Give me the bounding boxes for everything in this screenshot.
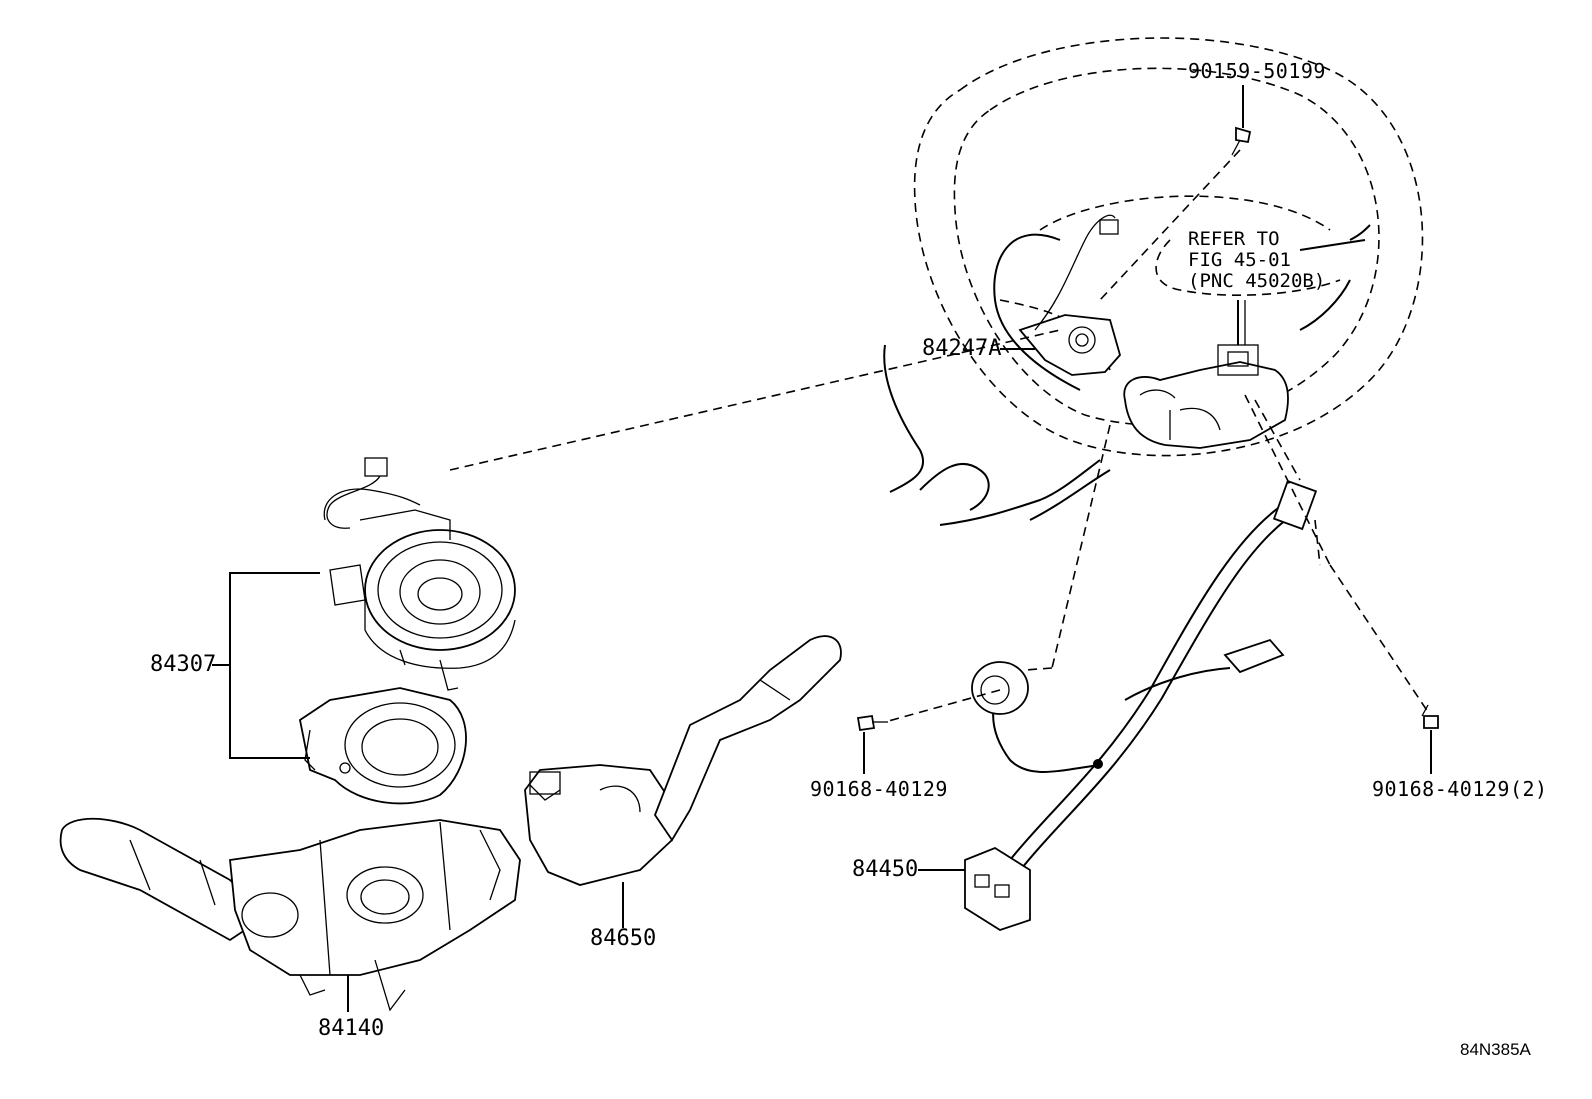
screw-90159-50199 [1231,85,1252,156]
callout-90159-50199[interactable]: 90159-50199 [1188,59,1326,83]
part-84307-lower-drawing [298,687,467,805]
bracket-84307 [212,572,320,759]
part-84650-drawing [524,635,842,928]
reference-note-line3: (PNC 45020B) [1188,270,1326,292]
reference-note-line1: REFER TO [1188,228,1280,250]
part-84307-upper-drawing [323,457,516,691]
reference-note[interactable]: REFER TO FIG 45-01 (PNC 45020B) [1188,229,1325,292]
callout-84450[interactable]: 84450 [852,857,919,882]
reference-note-line2: FIG 45-01 [1188,249,1291,271]
column-cover-silhouette [883,224,1371,526]
part-84247A-drawing [1018,214,1122,376]
clock-spring-assembly-drawing [1123,300,1289,449]
screw-90168-40129-right [1421,704,1439,774]
assembly-dashed-lines [449,149,1429,723]
figure-code: 84N385A [1460,1040,1531,1059]
callout-84650[interactable]: 84650 [590,926,657,951]
callout-90168-40129-left[interactable]: 90168-40129 [810,777,948,801]
callout-84140[interactable]: 84140 [318,1016,385,1041]
screw-90168-40129-left [856,714,888,774]
callout-84247A[interactable]: 84247A [922,336,1002,361]
part-84450-drawing [964,479,1318,931]
callout-84307[interactable]: 84307 [150,652,217,677]
part-84140-drawing [59,817,521,1012]
leader-lines [347,300,1239,1012]
callout-90168-40129-right[interactable]: 90168-40129(2) [1372,777,1548,801]
